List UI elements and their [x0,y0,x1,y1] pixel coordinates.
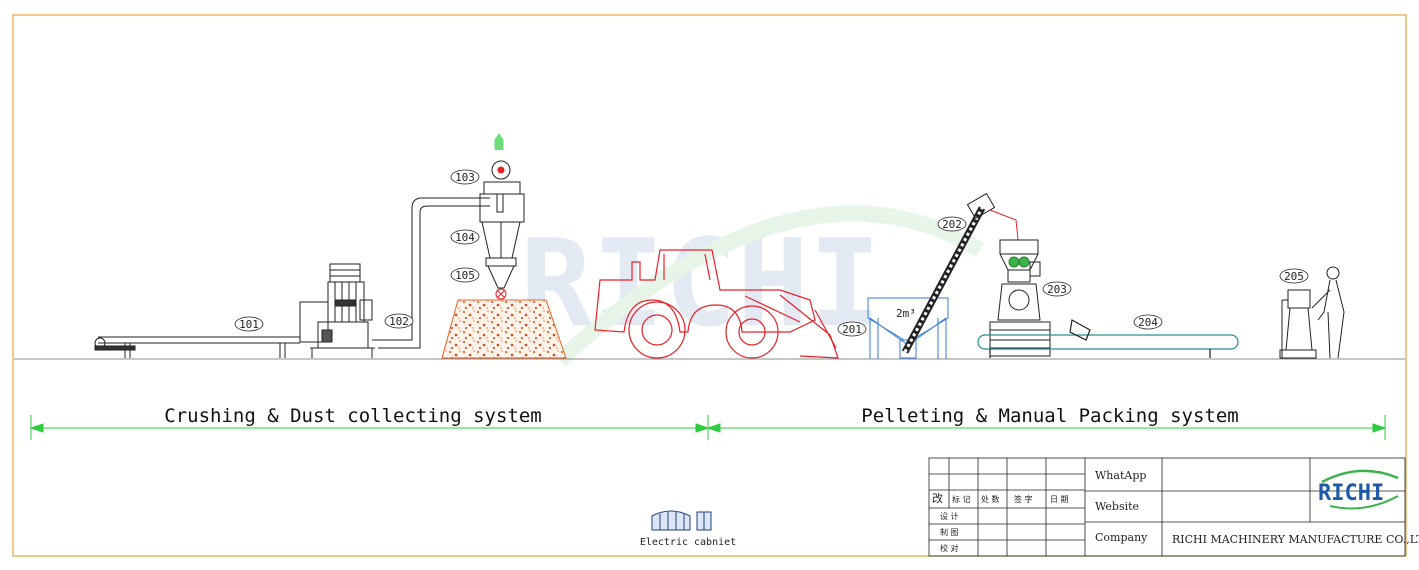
bin-volume-label: 2m³ [896,307,916,320]
svg-text:205: 205 [1284,270,1304,283]
callouts: 101 102 103 104 105 201 202 203 [234,169,1309,337]
callout-201: 201 [837,321,867,337]
callout-202: 202 [937,216,967,232]
cyclone-separator [479,133,525,300]
tb-gai: 改 [932,491,943,505]
svg-text:102: 102 [389,315,409,328]
svg-text:RICHI: RICHI [520,215,881,354]
website-label: Website [1095,500,1139,513]
company-value: RICHI MACHINERY MANUFACTURE CO.,LTD [1172,533,1419,546]
whatsapp-label: WhatApp [1095,469,1146,482]
cabinet-label: Electric cabniet [640,537,736,548]
system-label-left: Crushing & Dust collecting system [164,405,542,427]
callout-102: 102 [384,313,414,329]
svg-text:101: 101 [239,318,259,331]
tb-zhitu: 制 图 [940,527,959,537]
tb-biaoji: 标 记 [952,494,971,504]
callout-204: 204 [1133,314,1163,330]
svg-text:105: 105 [455,269,475,282]
screw-conveyor-202 [901,192,1019,354]
svg-text:202: 202 [942,218,962,231]
hammer-mill-crusher [299,263,375,358]
callout-104: 104 [450,229,480,245]
svg-text:103: 103 [455,171,475,184]
callout-205: 205 [1279,268,1309,284]
pellet-mill-203 [989,239,1051,357]
material-pile [441,299,567,359]
svg-text:104: 104 [455,231,475,244]
svg-text:201: 201 [842,323,862,336]
callout-105: 105 [450,267,480,283]
tb-chushu: 处 数 [981,494,1000,504]
callout-101: 101 [234,316,264,332]
callout-103: 103 [450,169,480,185]
belt-conveyor-101 [94,336,300,358]
watermark: RICHI [520,205,985,366]
electric-cabinet-icon [651,510,712,531]
wheel-loader [594,249,839,359]
svg-text:203: 203 [1047,283,1067,296]
title-block [928,457,1406,557]
system-dimensions [29,415,1387,440]
drawing-frame [12,14,1407,557]
tb-sheji: 设 计 [940,511,959,521]
air-pipe [372,197,490,349]
packing-station-205 [1279,266,1345,359]
company-label: Company [1095,531,1148,544]
belt-conveyor-204 [977,319,1239,358]
tb-riqi: 日 期 [1050,495,1069,504]
system-label-right: Pelleting & Manual Packing system [861,405,1239,427]
svg-text:RICHI: RICHI [1318,481,1384,506]
richi-logo: RICHI [1318,469,1399,510]
callout-203: 203 [1042,281,1072,297]
svg-text:204: 204 [1138,316,1158,329]
tb-qianzi: 签 字 [1014,494,1033,504]
tb-jiaodui: 校 对 [940,543,959,553]
